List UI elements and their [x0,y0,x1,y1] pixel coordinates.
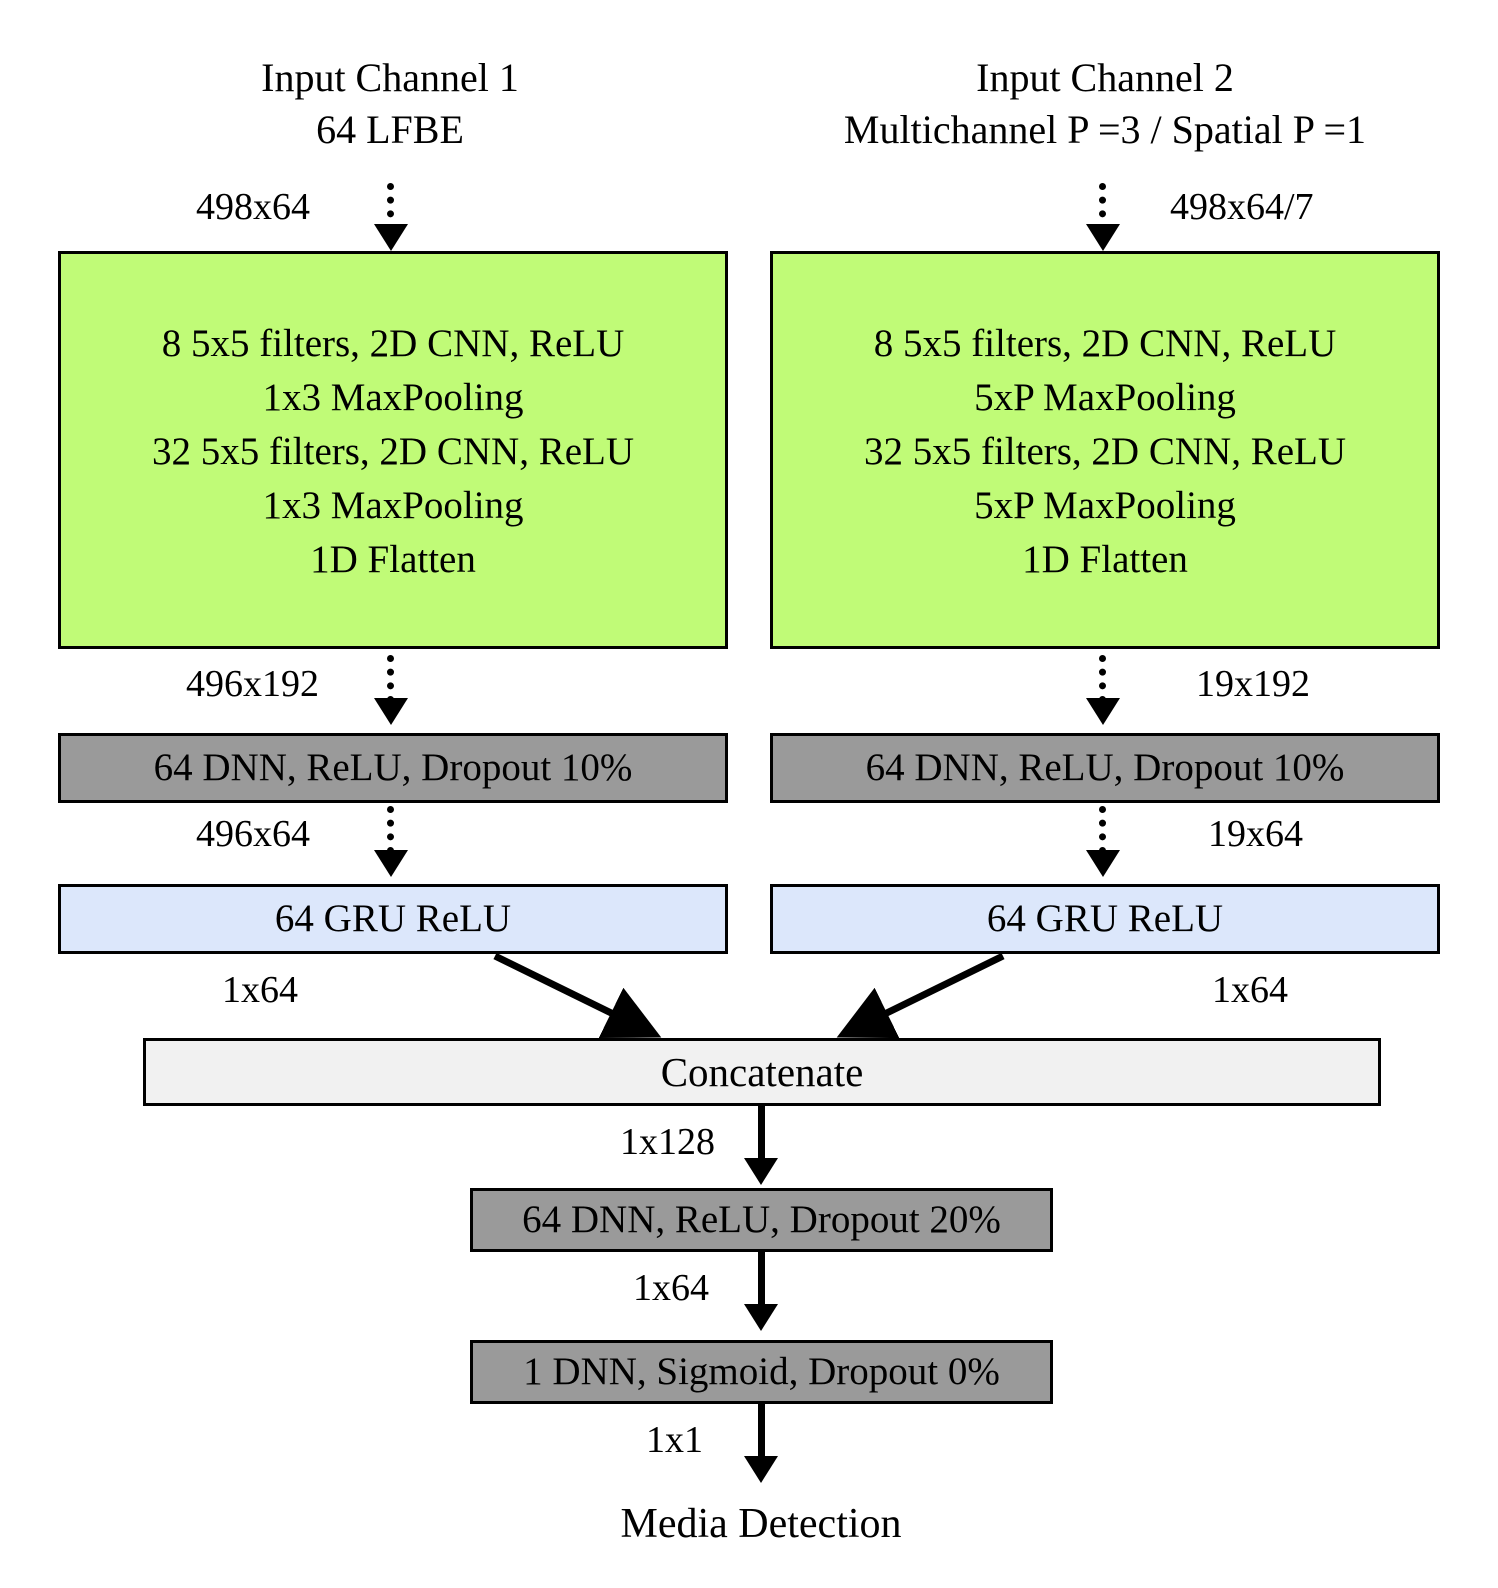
sigmoid-head-block: 1 DNN, Sigmoid, Dropout 0% [470,1340,1053,1404]
cnn-block-left: 8 5x5 filters, 2D CNN, ReLU 1x3 MaxPooli… [58,251,728,649]
edge-label-dense-out: 1x64 [633,1267,709,1309]
dnn-block-right: 64 DNN, ReLU, Dropout 10% [770,733,1440,803]
dense-head-block: 64 DNN, ReLU, Dropout 20% [470,1188,1053,1252]
input-channel-2-line2: Multichannel P =3 / Spatial P =1 [843,107,1367,152]
gru-block-left: 64 GRU ReLU [58,884,728,954]
gru-block-right: 64 GRU ReLU [770,884,1440,954]
edge-label-gru-out-left: 1x64 [222,969,298,1011]
concatenate-block: Concatenate [143,1038,1381,1106]
cnn-block-right: 8 5x5 filters, 2D CNN, ReLU 5xP MaxPooli… [770,251,1440,649]
input-channel-1-title: Input Channel 1 64 LFBE [180,52,600,156]
edge-label-concat-out: 1x128 [620,1121,715,1163]
edge-label-sigmoid-out: 1x1 [646,1419,703,1461]
output-label: Media Detection [620,1501,902,1547]
arrows-gru-to-concatenate [493,952,1005,1039]
edge-label-input-right: 498x64/7 [1170,186,1314,228]
edge-label-dnn-out-right: 19x64 [1208,813,1303,855]
edge-label-input-left: 498x64 [196,186,310,228]
edge-label-gru-out-right: 1x64 [1212,969,1288,1011]
input-channel-2-title: Input Channel 2 Multichannel P =3 / Spat… [795,52,1415,156]
edge-label-dnn-out-left: 496x64 [196,813,310,855]
input-channel-2-line1: Input Channel 2 [976,55,1234,100]
input-channel-1-line2: 64 LFBE [316,107,464,152]
dnn-block-left: 64 DNN, ReLU, Dropout 10% [58,733,728,803]
input-channel-1-line1: Input Channel 1 [261,55,519,100]
edge-label-cnn-out-left: 496x192 [186,663,319,705]
edge-label-cnn-out-right: 19x192 [1196,663,1310,705]
